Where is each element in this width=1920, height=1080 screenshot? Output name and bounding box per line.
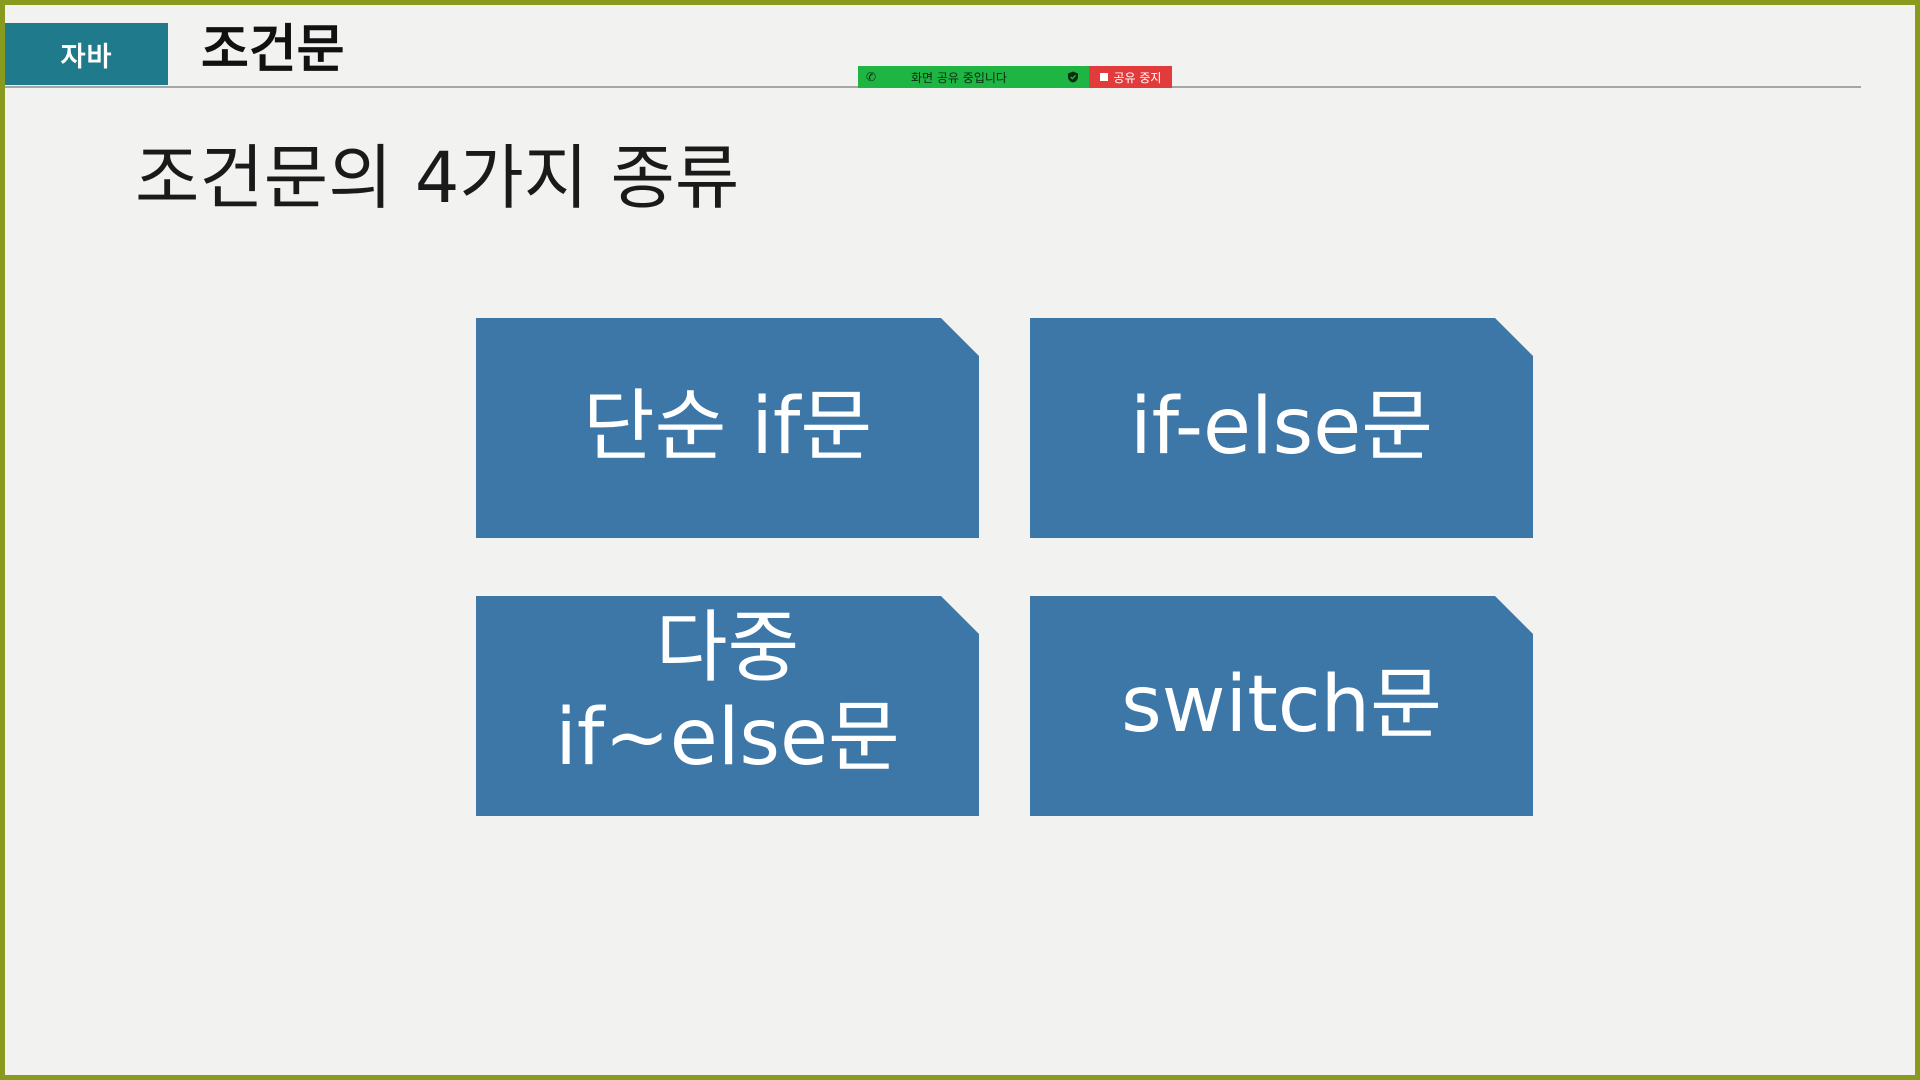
card-label: 단순 if문 bbox=[582, 382, 873, 473]
card-label: if-else문 bbox=[1129, 382, 1434, 473]
stop-sharing-label: 공유 중지 bbox=[1113, 70, 1162, 85]
share-status-label: 화면 공유 중입니다 bbox=[911, 70, 1007, 85]
card-label: switch문 bbox=[1121, 660, 1442, 751]
phone-icon: ✆ bbox=[866, 70, 877, 84]
slide-heading: 조건문의 4가지 종류 bbox=[135, 137, 740, 219]
stop-square-icon bbox=[1099, 73, 1108, 81]
stop-sharing-button[interactable]: 공유 중지 bbox=[1089, 66, 1172, 88]
card-switch: switch문 bbox=[1030, 596, 1533, 816]
share-status: ✆ 화면 공유 중입니다 bbox=[858, 66, 1089, 88]
card-label-line2: if~else문 bbox=[555, 692, 900, 783]
subject-label: 자바 bbox=[60, 41, 113, 73]
card-if-else: if-else문 bbox=[1030, 318, 1533, 538]
shield-icon bbox=[1068, 71, 1078, 83]
card-multi-if-else: 다중 if~else문 bbox=[476, 596, 979, 816]
card-simple-if: 단순 if문 bbox=[476, 318, 979, 538]
card-label-line1: 다중 bbox=[655, 602, 800, 693]
subject-tab: 자바 bbox=[5, 23, 168, 85]
topic-title: 조건문 bbox=[201, 20, 345, 80]
screen-share-bar: ✆ 화면 공유 중입니다 공유 중지 bbox=[858, 66, 1172, 88]
